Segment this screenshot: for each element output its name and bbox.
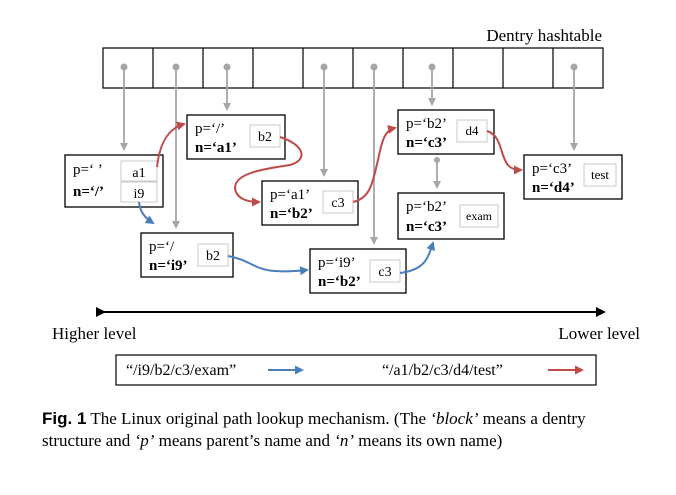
hash-pointers (120, 63, 578, 245)
figure-caption: Fig. 1 The Linux original path lookup me… (42, 409, 586, 450)
dentry-i9-name: n=‘i9’ (149, 258, 188, 274)
dentry-a1-child: b2 (258, 130, 272, 145)
dentry-root-child-1: a1 (132, 166, 145, 181)
dentry-root-name: n=‘/’ (73, 184, 104, 200)
legend-red-path-text: “/a1/b2/c3/d4/test” (382, 362, 503, 379)
hashtable (102, 47, 604, 89)
dentry-root: p=‘ ’ n=‘/’ a1 i9 (64, 154, 164, 208)
dentry-c3-d4-child: d4 (466, 123, 480, 138)
dentry-i9-b2-child: c3 (378, 265, 391, 280)
dentry-i9-b2: p=‘i9’ n=‘b2’ c3 (309, 248, 407, 294)
higher-level-label: Higher level (52, 324, 137, 343)
dentry-i9-child: b2 (206, 249, 220, 264)
dentry-i9-b2-name: n=‘b2’ (318, 274, 361, 290)
red-lookup-path (156, 121, 523, 207)
figure-label: Fig. 1 (42, 409, 87, 428)
dentry-a1: p=‘/’ n=‘a1’ b2 (186, 114, 286, 160)
dentry-c3-exam-name: n=‘c3’ (406, 219, 447, 235)
legend-blue-path-text: “/i9/b2/c3/exam” (126, 362, 236, 379)
dentry-a1-name: n=‘a1’ (195, 140, 237, 156)
dentry-c3-exam-parent: p=‘b2’ (406, 199, 447, 215)
dentry-d4-test: p=‘c3’ n=‘d4’ test (523, 154, 623, 200)
dentry-d4-test-name: n=‘d4’ (532, 180, 575, 196)
dentry-c3-exam-child: exam (466, 209, 493, 223)
dentry-c3-exam: p=‘b2’ n=‘c3’ exam (397, 192, 505, 240)
dentry-a1-b2-parent: p=‘a1’ (270, 187, 310, 203)
dentry-a1-b2: p=‘a1’ n=‘b2’ c3 (261, 180, 359, 226)
dentry-a1-parent: p=‘/’ (195, 121, 225, 137)
dentry-i9-b2-parent: p=‘i9’ (318, 255, 356, 271)
dentry-root-parent: p=‘ ’ (73, 162, 103, 178)
dentry-i9-parent: p=‘/ (149, 239, 175, 255)
dentry-root-child-2: i9 (134, 187, 145, 202)
dentry-a1-b2-child: c3 (331, 196, 344, 211)
dentry-c3-d4-name: n=‘c3’ (406, 135, 447, 151)
dentry-i9: p=‘/ n=‘i9’ b2 (140, 232, 234, 278)
dentry-d4-test-parent: p=‘c3’ (532, 161, 572, 177)
lower-level-label: Lower level (558, 324, 640, 343)
blue-lookup-path (138, 201, 436, 276)
dentry-c3-d4: p=‘b2’ n=‘c3’ d4 (397, 109, 495, 155)
path-legend: “/i9/b2/c3/exam” “/a1/b2/c3/d4/test” (115, 354, 597, 386)
dentry-d4-test-child: test (591, 167, 609, 182)
hashtable-title: Dentry hashtable (486, 26, 602, 45)
dentry-a1-b2-name: n=‘b2’ (270, 206, 313, 222)
dentry-c3-d4-parent: p=‘b2’ (406, 116, 447, 132)
